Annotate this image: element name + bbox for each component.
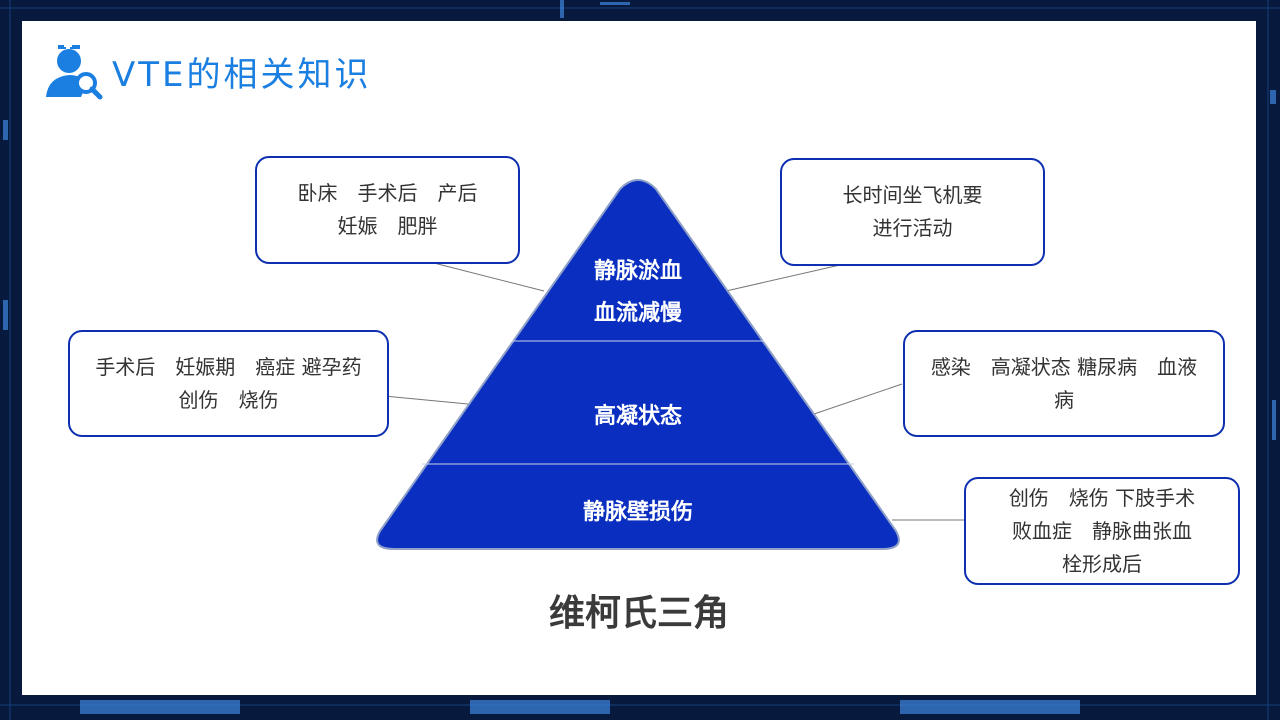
connector-mid-left xyxy=(383,395,469,405)
pyramid-shape xyxy=(376,179,900,550)
pyramid-diagram: 静脉淤血 血流减慢 高凝状态 静脉壁损伤 xyxy=(376,179,964,550)
box-bottom-right: 创伤 烧伤 下肢手术 败血症 静脉曲张血 栓形成后 xyxy=(964,477,1240,585)
page-title: VTE的相关知识 xyxy=(112,54,372,95)
pyramid-level-1-line-1: 静脉淤血 xyxy=(594,258,682,284)
box-mid-right: 感染 高凝状态 糖尿病 血液 病 xyxy=(903,330,1225,437)
connector-top-right xyxy=(725,264,841,292)
connector-top-left xyxy=(429,261,545,292)
pyramid-level-1-line-2: 血流减慢 xyxy=(594,300,683,326)
connector-mid-right xyxy=(813,383,903,415)
pyramid-level-3: 静脉壁损伤 xyxy=(583,499,693,525)
diagram-caption: 维柯氏三角 xyxy=(548,593,729,634)
box-top-right: 长时间坐飞机要 进行活动 xyxy=(780,158,1045,266)
slide: VTE的相关知识 静脉淤血 血流减慢 高凝状态 静脉壁损伤 卧床 手术后 产后 … xyxy=(22,21,1256,695)
box-mid-left: 手术后 妊娠期 癌症 避孕药 创伤 烧伤 xyxy=(68,330,389,437)
box-top-left: 卧床 手术后 产后 妊娠 肥胖 xyxy=(255,156,520,264)
title-bar: VTE的相关知识 xyxy=(44,39,372,103)
doctor-search-icon xyxy=(46,41,103,100)
pyramid-level-2: 高凝状态 xyxy=(594,403,682,429)
